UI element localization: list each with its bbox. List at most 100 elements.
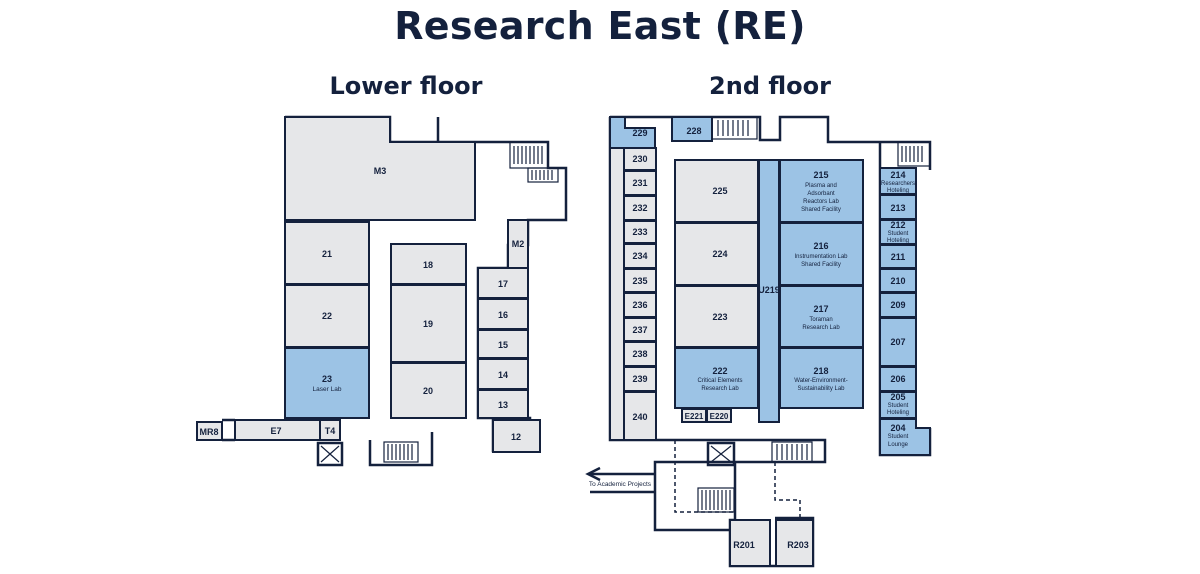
room-231[interactable] (623, 170, 657, 196)
room-223[interactable] (674, 285, 759, 348)
room-215[interactable] (779, 159, 864, 223)
room-204[interactable] (879, 418, 931, 456)
room-215-name-1: Plasma and (805, 183, 837, 189)
room-23-label: 23 (322, 374, 332, 384)
room-e7-label: E7 (270, 426, 281, 436)
room-231-label: 231 (632, 178, 647, 188)
lower-stair-south (368, 432, 434, 467)
room-18[interactable] (390, 243, 467, 285)
room-207-label: 207 (890, 337, 905, 347)
lower-elevator-icon (316, 441, 344, 467)
room-14-label: 14 (498, 370, 508, 380)
room-206-label: 206 (890, 374, 905, 384)
room-217-name-2: Research Lab (802, 325, 840, 331)
room-17-label: 17 (498, 279, 508, 289)
room-18-label: 18 (423, 260, 433, 270)
room-214-name-1: Researchers (881, 181, 915, 187)
walkway-label: To Academic Projects (589, 481, 652, 488)
room-r203-label: R203 (787, 540, 809, 550)
room-209-label: 209 (890, 300, 905, 310)
room-e221-label: E221 (685, 412, 704, 421)
room-216-name-2: Shared Facility (801, 262, 841, 268)
room-205-label: 205 (890, 392, 905, 402)
room-13[interactable] (477, 389, 529, 419)
second-stair-annex (697, 487, 735, 513)
room-15-label: 15 (498, 340, 508, 350)
room-215-name-2: Adsorbant (807, 191, 835, 197)
room-20[interactable] (390, 362, 467, 419)
room-236-label: 236 (632, 300, 647, 310)
room-205-name-1: Student (888, 403, 909, 409)
room-23[interactable] (284, 347, 370, 419)
room-232-label: 232 (632, 203, 647, 213)
room-mr8-label: MR8 (199, 427, 218, 437)
room-u219-label: U219 (758, 285, 780, 295)
room-16[interactable] (477, 298, 529, 330)
room-205-name-2: Hoteling (887, 410, 909, 416)
room-22-label: 22 (322, 311, 332, 321)
room-216[interactable] (779, 222, 864, 286)
room-214-name-2: Hoteling (887, 188, 909, 194)
room-206[interactable] (879, 366, 917, 392)
room-233-label: 233 (632, 227, 647, 237)
room-222-name-2: Research Lab (701, 386, 739, 392)
room-217[interactable] (779, 285, 864, 348)
room-215-name-3: Reactors Lab (803, 199, 839, 205)
room-t4[interactable] (319, 419, 341, 441)
room-20-label: 20 (423, 386, 433, 396)
room-222-label: 222 (712, 366, 727, 376)
room-216-label: 216 (813, 241, 828, 251)
room-12-label: 12 (511, 432, 521, 442)
room-210-label: 210 (890, 276, 905, 286)
room-e220[interactable] (706, 408, 732, 423)
room-238-label: 238 (632, 349, 647, 359)
room-230-label: 230 (632, 154, 647, 164)
room-204-name-1: Student (888, 434, 909, 440)
room-214[interactable] (879, 167, 917, 195)
room-224-label: 224 (712, 249, 727, 259)
room-r203[interactable] (775, 519, 814, 567)
walkway-arrow-icon[interactable] (585, 466, 655, 494)
second-floor-heading: 2nd floor (709, 72, 831, 100)
room-e220-label: E220 (710, 412, 729, 421)
room-237-label: 237 (632, 325, 647, 335)
room-215-name-4: Shared Facility (801, 207, 841, 213)
room-13-label: 13 (498, 400, 508, 410)
room-204-label: 204 (890, 423, 905, 433)
room-214-label: 214 (890, 170, 905, 180)
room-240-label: 240 (632, 412, 647, 422)
room-213-label: 213 (890, 203, 905, 213)
second-stair-n (711, 116, 758, 140)
room-19[interactable] (390, 284, 467, 363)
second-stair-ne (897, 141, 931, 167)
room-215-label: 215 (813, 170, 828, 180)
room-216-name-1: Instrumentation Lab (794, 254, 848, 260)
room-m3[interactable] (284, 116, 476, 221)
room-211-label: 211 (891, 252, 906, 262)
room-218[interactable] (779, 347, 864, 409)
room-235-label: 235 (632, 276, 647, 286)
room-t4-label: T4 (325, 426, 336, 436)
room-217-label: 217 (813, 304, 828, 314)
room-239-label: 239 (632, 374, 647, 384)
room-212-label: 212 (890, 220, 905, 230)
room-223-label: 223 (712, 312, 727, 322)
second-stair-south (771, 441, 813, 463)
room-209[interactable] (879, 292, 917, 318)
room-229-label: 229 (632, 128, 647, 138)
room-204-name-2: Lounge (888, 442, 909, 448)
room-21[interactable] (284, 221, 370, 285)
room-r201[interactable] (729, 519, 771, 567)
room-m2-label: M2 (512, 239, 525, 249)
room-12[interactable] (492, 419, 541, 453)
room-22[interactable] (284, 284, 370, 348)
room-240[interactable] (623, 391, 657, 441)
lower-floor-plan: M3 21 22 23 Laser Lab 18 19 20 M2 17 16 … (196, 115, 568, 467)
map-title: Research East (RE) (394, 4, 806, 48)
room-217-name-1: Toraman (809, 317, 832, 323)
room-225[interactable] (674, 159, 759, 223)
room-212-name-1: Student (888, 231, 909, 237)
room-218-label: 218 (813, 366, 828, 376)
room-21-label: 21 (322, 249, 332, 259)
